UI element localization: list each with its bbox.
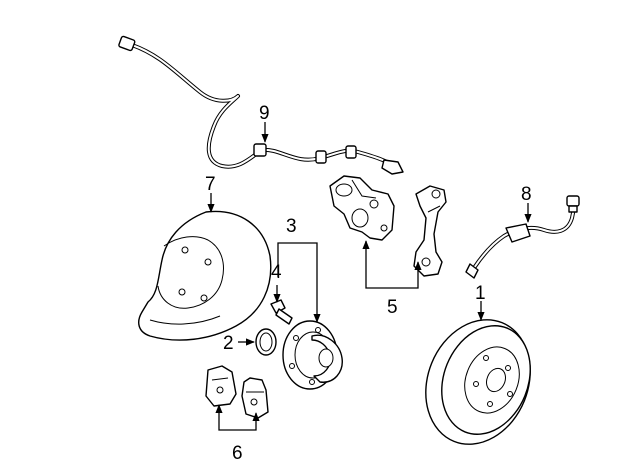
- caliper: [329, 175, 395, 241]
- leader-lines: [207, 122, 532, 431]
- callout-1: 1: [475, 283, 486, 304]
- brake-hose: [465, 195, 580, 279]
- callout-8: 8: [521, 184, 532, 205]
- callout-2: 2: [223, 333, 234, 354]
- callout-9: 9: [259, 103, 270, 124]
- brake-rotor: [425, 319, 531, 445]
- o-ring: [255, 328, 277, 356]
- callout-5: 5: [387, 297, 398, 318]
- hub-bolt: [270, 299, 293, 325]
- caliper-bracket: [413, 185, 447, 277]
- backing-plate: [138, 210, 272, 341]
- callout-7: 7: [205, 174, 216, 195]
- brake-pads: [205, 365, 269, 419]
- abs-sensor-wire: [118, 35, 404, 175]
- callout-6: 6: [232, 443, 243, 464]
- callout-4: 4: [271, 262, 282, 283]
- hub-bearing: [282, 320, 343, 390]
- callout-3: 3: [286, 216, 297, 237]
